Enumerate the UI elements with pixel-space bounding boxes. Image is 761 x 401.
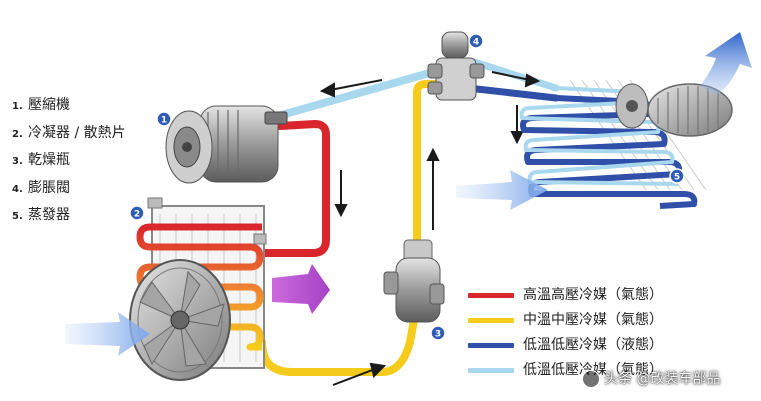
part-label: 乾燥瓶	[28, 152, 70, 168]
part-label: 冷凝器 / 散熱片	[28, 124, 126, 141]
legend-swatch	[468, 367, 514, 373]
marker-condenser: 2	[129, 205, 145, 221]
svg-text:2: 2	[134, 210, 140, 220]
condenser-fan-illustration	[129, 259, 231, 381]
part-number: 2.	[12, 128, 23, 140]
blower-fan-illustration	[615, 83, 733, 137]
part-number: 1.	[12, 101, 23, 112]
parts-list-item: 3. 乾燥瓶	[12, 147, 126, 175]
legend-label: 低溫低壓冷媒（液態）	[523, 337, 663, 353]
receiver-dryer-illustration	[383, 239, 445, 323]
svg-text:1: 1	[161, 116, 167, 126]
legend-item: 高溫高壓冷媒（氣態）	[468, 283, 663, 308]
parts-list-item: 2. 冷凝器 / 散熱片	[12, 120, 126, 148]
part-markers: 1 2 3 4 5	[129, 33, 685, 341]
part-number: 3.	[12, 156, 23, 167]
part-number: 4.	[12, 183, 23, 195]
watermark-text: 头条 @改装车部品	[604, 371, 721, 387]
legend-label: 高溫高壓冷媒（氣態）	[523, 287, 663, 303]
marker-expansion-valve: 4	[468, 33, 484, 49]
pipe-to-evaporator-liquid	[464, 84, 560, 102]
marker-evaporator: 5	[669, 168, 685, 184]
svg-text:3: 3	[435, 330, 441, 340]
legend-label: 中溫中壓冷媒（氣態）	[523, 312, 663, 328]
cabin-air-in-arrow	[456, 170, 548, 210]
hot-air-arrow	[272, 264, 330, 314]
expansion-valve-illustration	[427, 31, 485, 101]
toutiao-logo-icon	[582, 370, 600, 388]
pipe-high-pressure-gas	[258, 120, 330, 257]
part-label: 蒸發器	[28, 207, 70, 223]
ambient-air-arrow	[65, 312, 150, 356]
part-number: 5.	[12, 211, 23, 222]
legend-swatch	[468, 317, 514, 323]
flow-arrows	[319, 71, 541, 386]
pipe-medium-pressure-liquid	[258, 316, 418, 376]
marker-compressor: 1	[156, 111, 172, 127]
parts-list-item: 5. 蒸發器	[12, 202, 126, 230]
pipe-from-evaporator-gas	[470, 58, 560, 92]
svg-text:5: 5	[674, 173, 680, 183]
pipe-to-expansion-valve	[413, 80, 444, 262]
marker-receiver-dryer: 3	[430, 325, 446, 341]
legend-swatch	[468, 342, 514, 348]
parts-list: 1. 壓縮機 2. 冷凝器 / 散熱片 3. 乾燥瓶 4. 膨脹閥 5. 蒸發器	[12, 92, 126, 230]
legend-swatch	[468, 292, 514, 298]
legend-item: 低溫低壓冷媒（液態）	[468, 333, 663, 358]
compressor-illustration	[165, 105, 288, 184]
parts-list-item: 4. 膨脹閥	[12, 175, 126, 203]
svg-text:4: 4	[473, 38, 479, 48]
cold-air-out-arrow	[700, 32, 752, 96]
parts-list-item: 1. 壓縮機	[12, 92, 126, 120]
legend-item: 中溫中壓冷媒（氣態）	[468, 308, 663, 333]
watermark: 头条 @改装车部品	[582, 368, 720, 388]
part-label: 壓縮機	[28, 97, 70, 113]
part-label: 膨脹閥	[28, 179, 70, 196]
